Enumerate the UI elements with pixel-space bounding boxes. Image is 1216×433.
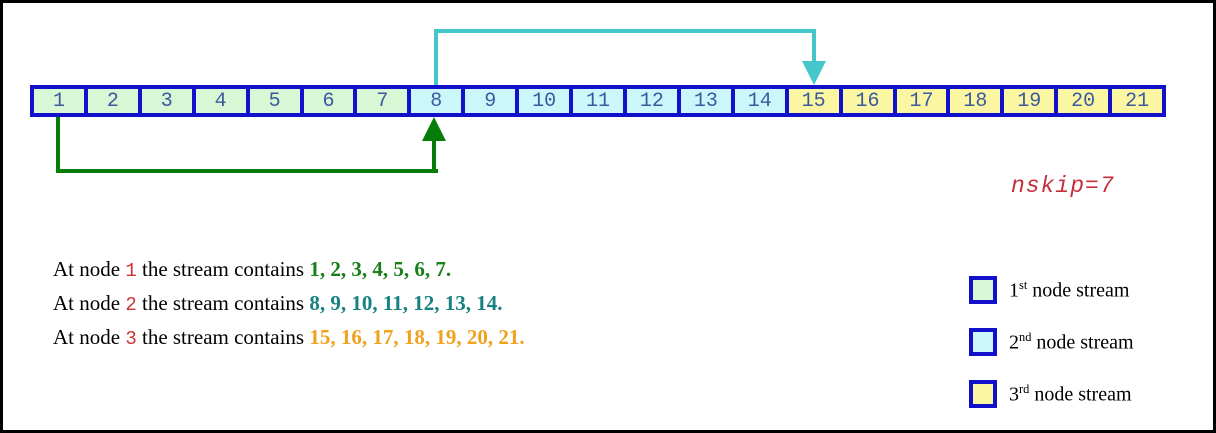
node-stream-sentences: At node 1 the stream contains 1, 2, 3, 4…: [53, 253, 525, 355]
legend-text: node stream: [1027, 279, 1130, 302]
sentence-node-2: At node 2 the stream contains 8, 9, 10, …: [53, 287, 525, 321]
node-number: 1: [125, 260, 137, 282]
legend: 1st node stream 2nd node stream 3rd node…: [969, 275, 1134, 430]
sentence-prefix: At node: [53, 257, 126, 281]
legend-ordinal: 3: [1009, 383, 1019, 406]
cyan-arrow-start-segment: [434, 29, 438, 85]
legend-item-stream-3: 3rd node stream: [969, 379, 1134, 409]
node-number: 3: [125, 328, 137, 350]
bar-cell-5: 5: [249, 89, 300, 113]
bar-cell-15: 15: [788, 89, 839, 113]
stream3-swatch: [969, 380, 997, 408]
bar-cell-11: 11: [573, 89, 623, 113]
green-arrow-end-segment: [432, 141, 436, 173]
bar-cell-8: 8: [411, 89, 462, 113]
bar-cell-9: 9: [465, 89, 516, 113]
sentence-mid: the stream contains: [136, 291, 310, 315]
legend-ordinal-suffix: st: [1019, 277, 1028, 292]
bar-cell-20: 20: [1058, 89, 1109, 113]
bar-cell-21: 21: [1112, 89, 1163, 113]
sentence-mid: the stream contains: [136, 257, 310, 281]
cyan-arrow-end-segment: [812, 31, 816, 65]
sentence-node-3: At node 3 the stream contains 15, 16, 17…: [53, 321, 525, 355]
bar-cell-2: 2: [87, 89, 138, 113]
bar-cell-4: 4: [195, 89, 246, 113]
bar-cell-3: 3: [141, 89, 192, 113]
stream2-swatch: [969, 328, 997, 356]
bar-cell-16: 16: [842, 89, 893, 113]
green-arrowhead-up-icon: [422, 117, 446, 141]
nskip-label: nskip=7: [1011, 173, 1115, 199]
legend-text: node stream: [1031, 331, 1134, 354]
stream-numbers: 8, 9, 10, 11, 12, 13, 14.: [309, 291, 503, 315]
cyan-arrowhead-down-icon: [802, 61, 826, 85]
stream-numbers: 1, 2, 3, 4, 5, 6, 7.: [309, 257, 452, 281]
cyan-arrow-horizontal-segment: [434, 29, 816, 33]
legend-label: 2nd node stream: [1009, 330, 1134, 355]
bar-cell-18: 18: [950, 89, 1001, 113]
bar-cell-19: 19: [1004, 89, 1055, 113]
legend-item-stream-1: 1st node stream: [969, 275, 1134, 305]
bar-cell-13: 13: [680, 89, 731, 113]
bar-cell-14: 14: [734, 89, 785, 113]
legend-label: 1st node stream: [1009, 278, 1129, 303]
bar-cell-17: 17: [896, 89, 947, 113]
bar-cell-6: 6: [303, 89, 354, 113]
sentence-prefix: At node: [53, 291, 126, 315]
green-arrow-start-segment: [56, 117, 60, 173]
legend-ordinal-suffix: nd: [1019, 329, 1032, 344]
bar-cell-7: 7: [357, 89, 408, 113]
stream-cell-bar: 1 2 3 4 5 6 7 8 9 10 11 12 13 14 15 16 1…: [30, 85, 1166, 117]
node-number: 2: [125, 294, 137, 316]
bar-cell-12: 12: [626, 89, 677, 113]
legend-label: 3rd node stream: [1009, 382, 1132, 407]
green-arrow-horizontal-segment: [56, 169, 438, 173]
legend-item-stream-2: 2nd node stream: [969, 327, 1134, 357]
sentence-mid: the stream contains: [136, 325, 310, 349]
legend-text: node stream: [1029, 383, 1132, 406]
legend-ordinal: 1: [1009, 279, 1019, 302]
sentence-node-1: At node 1 the stream contains 1, 2, 3, 4…: [53, 253, 525, 287]
stream-numbers: 15, 16, 17, 18, 19, 20, 21.: [309, 325, 525, 349]
legend-ordinal-suffix: rd: [1019, 381, 1030, 396]
stream1-swatch: [969, 276, 997, 304]
legend-ordinal: 2: [1009, 331, 1019, 354]
bar-cell-1: 1: [34, 89, 84, 113]
sentence-prefix: At node: [53, 325, 126, 349]
bar-cell-10: 10: [519, 89, 570, 113]
